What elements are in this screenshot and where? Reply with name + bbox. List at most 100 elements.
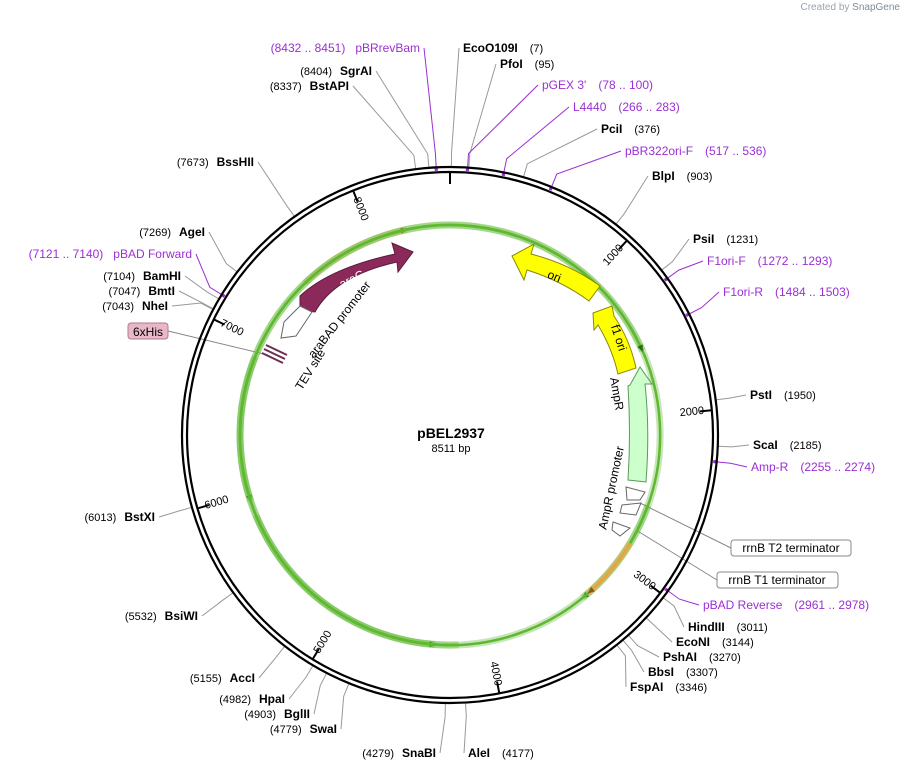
label-name: Amp-R xyxy=(751,460,789,474)
site-blpi: BlpI(903) xyxy=(652,169,712,183)
label-name: HpaI xyxy=(259,692,285,706)
label-position: (8432 .. 8451) xyxy=(271,41,346,55)
backbone-inner xyxy=(185,170,715,700)
site-bsiwi: (5532) BsiWI xyxy=(125,609,198,623)
leader-hindiii xyxy=(662,597,685,628)
primer-amp-r: Amp-R (2255 .. 2274) xyxy=(751,460,875,474)
svg-text:6xHis: 6xHis xyxy=(133,325,163,339)
leader-pshai xyxy=(627,634,660,658)
svg-text:rrnB T1 terminator: rrnB T1 terminator xyxy=(728,573,825,587)
tick-6000 xyxy=(197,504,210,510)
label-position: (5155) xyxy=(190,673,222,685)
tick-2000 xyxy=(699,409,712,413)
snapgene-logo: SnapGene xyxy=(852,2,900,13)
boxed-label-6xhis: 6xHis xyxy=(127,322,169,340)
site-alei: AleI(4177) xyxy=(468,746,534,760)
svg-text:rrnB T2 terminator: rrnB T2 terminator xyxy=(742,541,839,555)
feature-rrnB-T2-arrow xyxy=(619,502,642,516)
tick-4000 xyxy=(496,681,501,694)
label-name: pBAD Forward xyxy=(113,247,192,261)
site-pcii: PciI(376) xyxy=(601,122,660,136)
leader-pfoi xyxy=(468,63,497,168)
leader-pbrrevbam xyxy=(423,47,437,168)
leader-bbsi xyxy=(622,639,645,673)
label-name: BstXI xyxy=(124,510,155,524)
tick-1000 xyxy=(618,239,628,251)
leader-swai xyxy=(340,683,350,730)
green-arc-bottom-halo xyxy=(252,514,436,648)
site-acci: (5155)AccI xyxy=(190,671,255,685)
label-position: (95) xyxy=(535,59,555,71)
leader-nhei xyxy=(171,302,214,311)
leader-pbr322ori-f xyxy=(551,150,622,188)
site-econi: EcoNI(3144) xyxy=(676,635,754,649)
label-position: (7269) xyxy=(139,227,171,239)
primer-pbr322ori-f: pBR322ori-F(517 .. 536) xyxy=(625,144,766,158)
leader-econi xyxy=(645,617,673,643)
feature-AmpR-arrow xyxy=(627,366,653,483)
primer-mark-f1ori-f xyxy=(663,277,668,282)
label-name: BssHII xyxy=(217,155,254,169)
label-position: (4779) xyxy=(270,724,302,736)
label-position: (1231) xyxy=(726,234,758,246)
leader-pgex-3 xyxy=(467,84,539,168)
leader-agei xyxy=(208,231,238,273)
tick-label-6000: 6000 xyxy=(203,494,230,512)
leader-pbad-forward xyxy=(195,253,222,296)
label-position: (8337) xyxy=(270,81,302,93)
label-name: pGEX 3' xyxy=(542,78,586,92)
tick-7000 xyxy=(213,318,226,326)
site-hindiii: HindIII(3011) xyxy=(688,620,768,634)
site-agei: (7269)AgeI xyxy=(139,225,205,239)
credit: Created by SnapGene xyxy=(800,2,900,13)
label-name: AleI xyxy=(468,746,490,760)
site-swai: (4779)SwaI xyxy=(270,722,337,736)
primer-mark-l4440 xyxy=(501,172,506,177)
plasmid-name: pBEL2937 xyxy=(417,425,485,441)
label-name: pBRrevBam xyxy=(355,41,420,55)
leader-hpai xyxy=(288,665,314,700)
feature-label-ampr-promoter: AmpR promoter xyxy=(596,445,627,531)
site-sgrai: (8404)SgrAI xyxy=(300,64,372,78)
label-name: PsiI xyxy=(693,232,714,246)
site-bglii: (4903)BglII xyxy=(244,707,310,721)
site-bbsi: BbsI(3307) xyxy=(648,665,718,679)
site-pfoi: PfoI(95) xyxy=(500,57,554,71)
leader-bsshii xyxy=(257,161,296,217)
label-name: PshAI xyxy=(663,650,697,664)
label-position: (7047) xyxy=(109,286,141,298)
tick-label-3000: 3000 xyxy=(631,569,658,593)
label-position: (3011) xyxy=(737,622,768,634)
site-fspai: FspAI(3346) xyxy=(630,680,707,694)
label-name: PstI xyxy=(750,388,772,402)
orange-arc-right xyxy=(587,542,632,594)
site-bstapi: (8337)BstAPI xyxy=(270,79,349,93)
feature-rrnB-T1-arrow xyxy=(611,521,632,537)
label-position: (6013) xyxy=(85,512,117,524)
site-pshai: PshAI(3270) xyxy=(663,650,741,664)
tick-8000 xyxy=(352,190,359,203)
label-position: (1272 .. 1293) xyxy=(758,254,833,268)
leader-alei xyxy=(463,702,467,754)
label-name: BsiWI xyxy=(165,609,198,623)
green-arc-right xyxy=(238,223,650,647)
leader-sgrai xyxy=(375,70,430,168)
site-ecoo109i: EcoO109I(7) xyxy=(463,41,543,55)
leader-fspai xyxy=(616,644,627,688)
leader-pcii xyxy=(522,128,598,178)
boxed-label-rrnb-t2-terminator: rrnB T2 terminator xyxy=(730,539,852,557)
leader-snabi xyxy=(439,702,446,754)
primer-pgex-3: pGEX 3' (78 .. 100) xyxy=(542,78,653,92)
feature-araBAD-promoter-arrow xyxy=(280,305,313,339)
label-position: (5532) xyxy=(125,611,157,623)
leader-amp-r xyxy=(716,461,748,468)
label-name: pBR322ori-F xyxy=(625,144,693,158)
leader-f1ori-r xyxy=(688,291,720,315)
label-position: (78 .. 100) xyxy=(598,78,653,92)
site-bstxi: (6013) BstXI xyxy=(85,510,155,524)
label-name: BmtI xyxy=(148,284,175,298)
site-hpai: (4982)HpaI xyxy=(219,692,285,706)
site-nhei: (7043)NheI xyxy=(102,299,168,313)
leader-acci xyxy=(258,645,286,679)
label-position: (2255 .. 2274) xyxy=(800,460,875,474)
